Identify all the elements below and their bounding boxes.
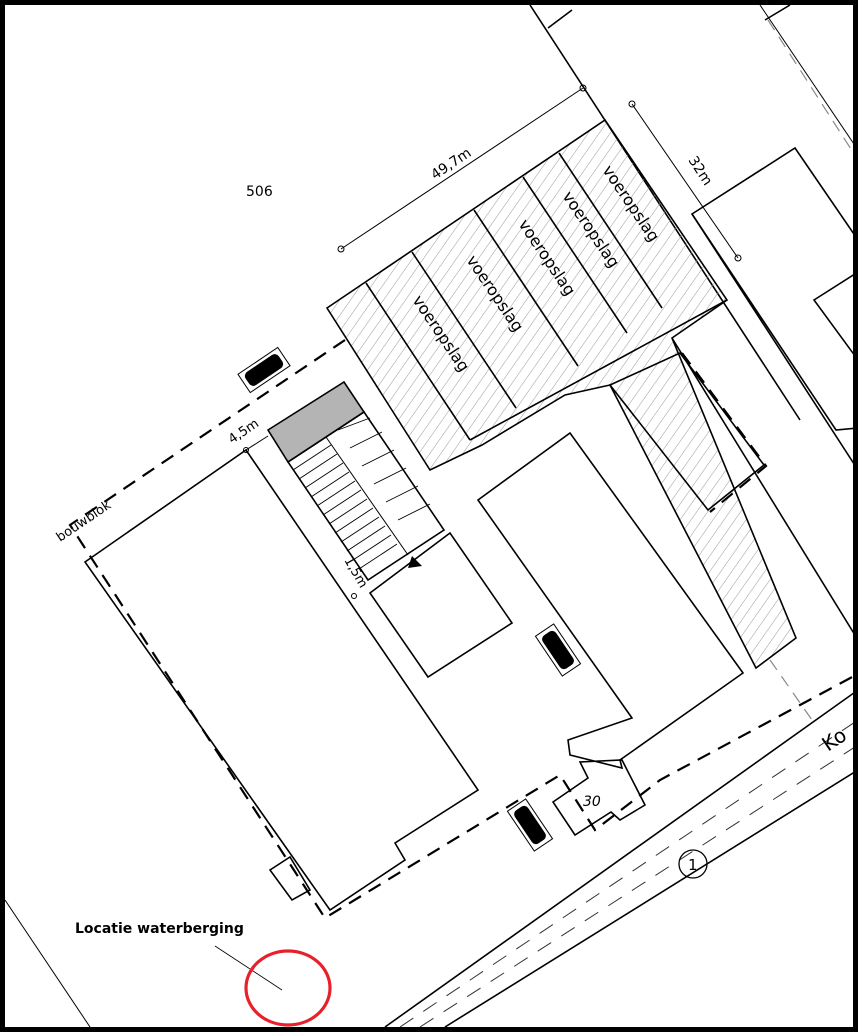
house-30: 30: [551, 759, 647, 837]
dimension-offset-bouwblok: 4,5m: [226, 416, 269, 453]
site-plan-drawing: 49,7m 32m 506 voeropslag voeropslag voer…: [5, 5, 853, 1027]
shed-bouwblok-edge: [681, 352, 768, 513]
dimension-length-label: 49,7m: [428, 145, 474, 183]
plot-number: 506: [246, 184, 273, 200]
dimension-width-label: 32m: [685, 153, 716, 188]
dimension-offset-side-label: 1,5m: [341, 555, 371, 591]
water-storage-annotation: [214, 945, 332, 1027]
bouwblok-label: bouwblok: [54, 498, 115, 546]
stair-direction-arrow-icon: [408, 556, 422, 568]
dimension-offset-bouwblok-label: 4,5m: [226, 416, 262, 447]
road-marker-label: 1: [688, 856, 698, 874]
central-building: [476, 431, 745, 770]
water-storage-label: Locatie waterberging: [75, 921, 244, 937]
site-plan-canvas: 49,7m 32m 506 voeropslag voeropslag voer…: [5, 5, 853, 1027]
road-marker: [678, 849, 708, 879]
house-number: 30: [583, 794, 601, 810]
neighbour-building-right: [671, 146, 853, 634]
feed-storage-block: voeropslag voeropslag voeropslag voerops…: [325, 118, 797, 670]
car-icon: [237, 346, 582, 852]
stair-block: [266, 380, 446, 582]
dimension-offset-side: 1,5m: [341, 555, 371, 599]
room-annex: [368, 531, 514, 679]
water-storage-circle: [244, 949, 332, 1027]
main-building: [83, 448, 480, 912]
